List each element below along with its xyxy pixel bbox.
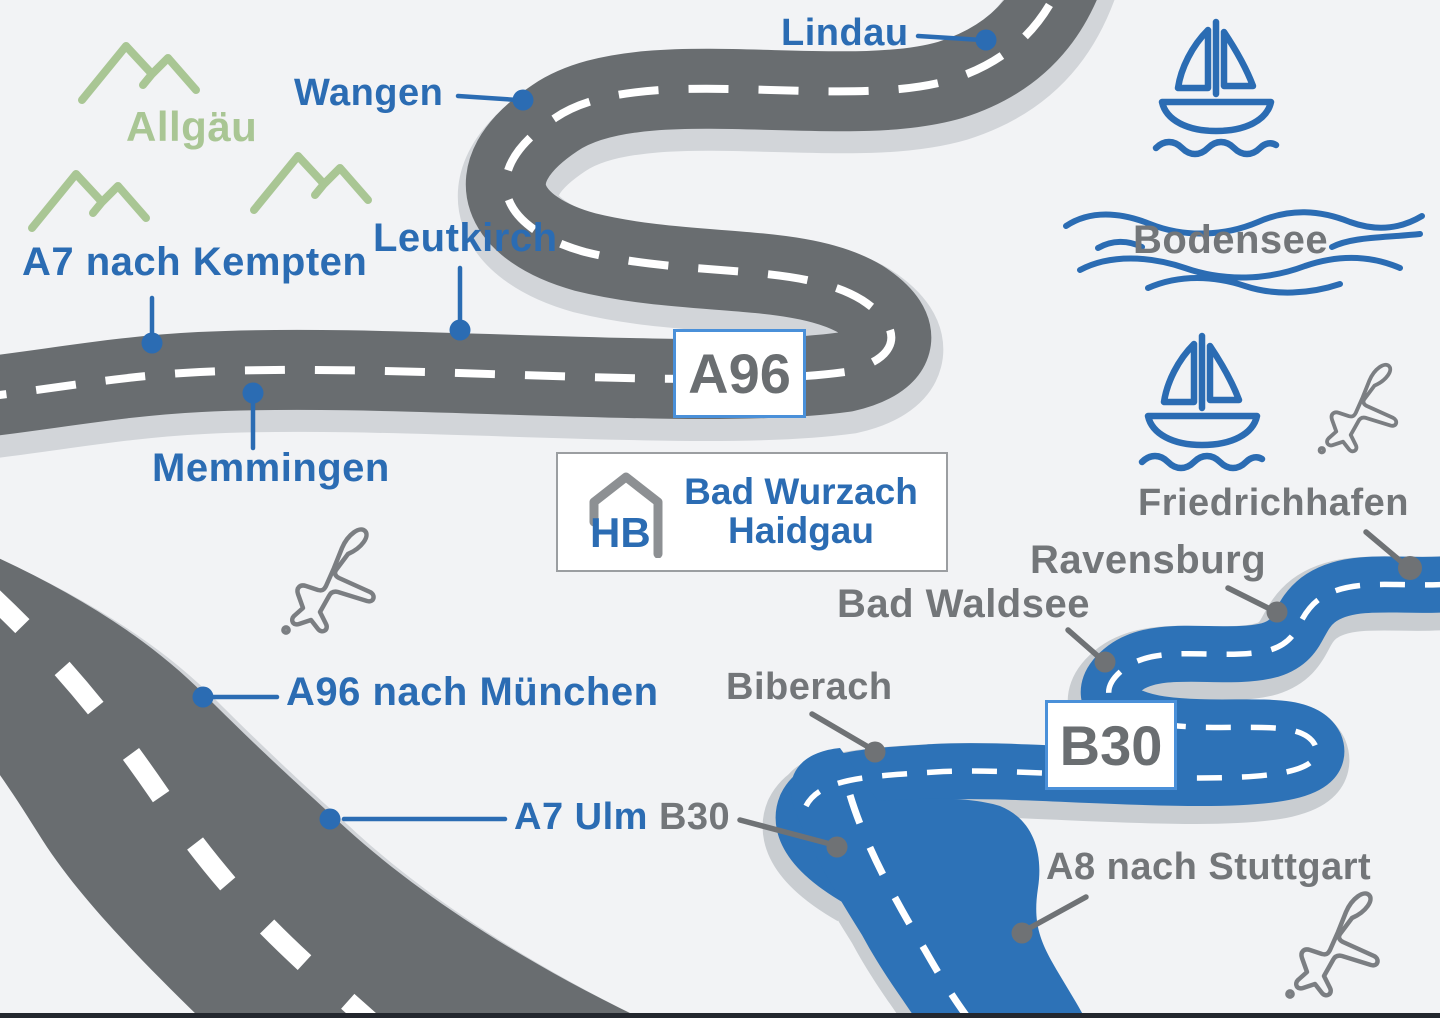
waves-icon <box>1063 209 1425 296</box>
bottom-border-bar <box>0 1013 1440 1018</box>
highway-a96 <box>0 0 1115 458</box>
map-dots-gray <box>826 556 1422 944</box>
road-b30 <box>762 556 1440 1018</box>
leader-lines-gray <box>737 529 1407 933</box>
highway-a7 <box>0 558 640 1018</box>
highway-a96-centerline <box>0 0 1057 399</box>
map-dots-blue <box>141 29 997 830</box>
road-b30-centerline <box>803 581 1440 808</box>
highway-a7-centerline <box>0 590 382 1018</box>
leader-lines-blue <box>149 33 985 822</box>
